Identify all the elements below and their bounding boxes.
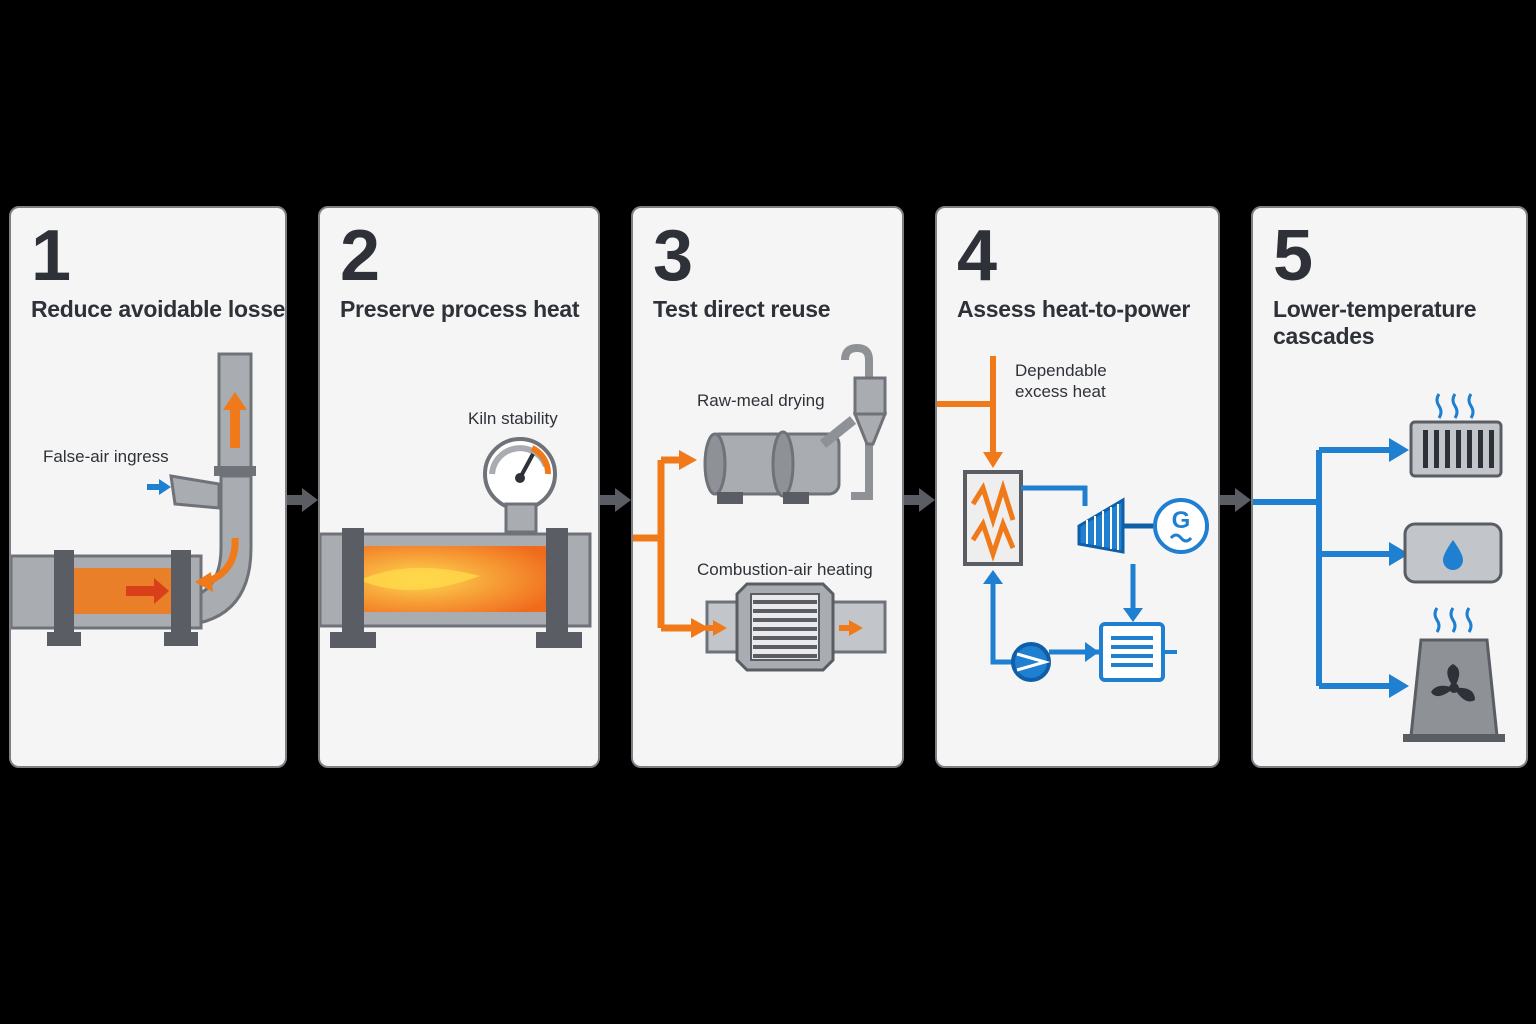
step-title-line-1: Lower-temperature	[1273, 296, 1477, 322]
step-title: Assess heat-to-power	[957, 296, 1191, 322]
kiln-stability-label: Kiln stability	[468, 409, 558, 428]
step-title-line-2: cascades	[1273, 323, 1375, 349]
step-1-panel: 1 Reduce avoidable losses False-air ingr…	[9, 206, 287, 768]
step-4-panel: G 4 Assess heat-to-power Dependable exce…	[935, 206, 1220, 768]
step-number: 1	[31, 216, 72, 296]
connector-arrow-4-5	[1219, 488, 1251, 512]
leaking-duct-illustration	[11, 352, 256, 646]
step-number: 5	[1273, 216, 1314, 296]
excess-heat-label: excess heat	[1015, 382, 1106, 401]
false-air-label: False-air ingress	[43, 447, 169, 466]
step-title: Reduce avoidable losses	[31, 296, 287, 322]
heat-to-power-cycle-illustration: G	[937, 356, 1209, 682]
step-number: 3	[653, 216, 694, 296]
water-drop-icon	[1403, 522, 1503, 584]
kiln-illustration	[320, 437, 592, 648]
cascade-illustration	[1253, 393, 1505, 742]
connector-arrow-2-3	[599, 488, 631, 512]
step-number: 4	[957, 216, 998, 296]
step-number: 2	[340, 216, 381, 296]
combustion-air-heating-label: Combustion-air heating	[697, 560, 873, 579]
step-title: Preserve process heat	[340, 296, 580, 322]
step-5-panel: 5 Lower-temperature cascades	[1251, 206, 1528, 768]
connector-arrow-3-4	[903, 488, 935, 512]
direct-reuse-illustration	[633, 343, 888, 672]
cooling-tower-icon	[1403, 607, 1505, 742]
connector-arrow-1-2	[286, 488, 318, 512]
generator-letter: G	[1172, 507, 1191, 534]
step-2-panel: 2 Preserve process heat Kiln stability	[318, 206, 600, 768]
dependable-label: Dependable	[1015, 361, 1107, 380]
raw-meal-drying-label: Raw-meal drying	[697, 391, 825, 410]
step-title: Test direct reuse	[653, 296, 831, 322]
radiator-icon	[1409, 393, 1503, 478]
step-3-panel: 3 Test direct reuse Raw-meal drying Comb…	[631, 206, 904, 768]
